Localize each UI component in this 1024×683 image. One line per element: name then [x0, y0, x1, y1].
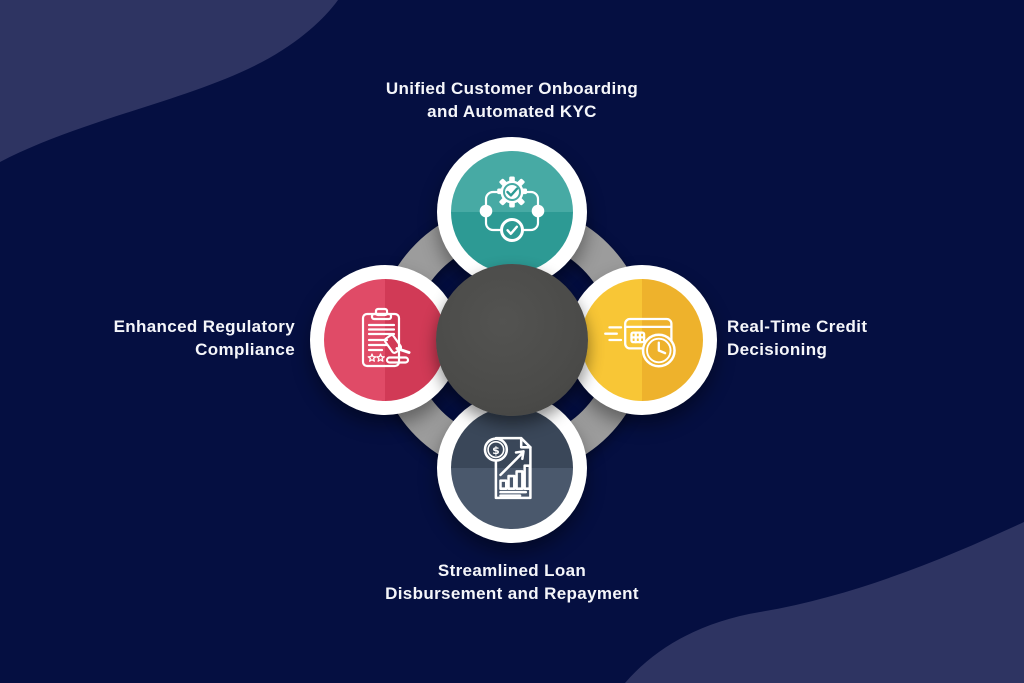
label-loan-disbursement: Streamlined Loan Disbursement and Repaym… — [262, 559, 762, 605]
label-line: Streamlined Loan — [437, 561, 587, 580]
label-line: and Automated KYC — [427, 102, 597, 121]
label-line: Unified Customer Onboarding — [385, 79, 639, 98]
connector-dot-right — [531, 204, 545, 218]
label-onboarding-kyc: Unified Customer Onboarding and Automate… — [262, 77, 762, 123]
node-onboarding-kyc — [437, 137, 587, 287]
label-line: Decisioning — [727, 340, 828, 359]
credit-card-clock-icon — [604, 317, 676, 368]
card-chip — [630, 331, 646, 344]
center-hub-circle — [436, 264, 588, 416]
node-circle-credit — [581, 279, 703, 401]
node-circle-compliance — [324, 279, 446, 401]
star-glyphs — [367, 353, 385, 362]
finance-report-chart-icon: $ — [483, 436, 532, 500]
clock-glyph — [641, 333, 676, 368]
label-regulatory-compliance: Enhanced Regulatory Compliance — [0, 315, 295, 361]
corner-blob-top-left — [0, 0, 338, 162]
workflow-gear-check-icon — [479, 176, 545, 242]
check-badge-glyph — [500, 218, 524, 242]
gavel-glyph — [383, 334, 411, 364]
label-line: Real-Time Credit — [727, 317, 868, 336]
growth-arrow — [499, 450, 525, 477]
svg-text:$: $ — [492, 444, 500, 457]
speed-lines — [604, 326, 623, 342]
label-credit-decisioning: Real-Time Credit Decisioning — [727, 315, 1024, 361]
gear-glyph — [497, 176, 527, 208]
connector-dot-left — [479, 204, 493, 218]
clipboard-gavel-icon — [361, 307, 411, 368]
label-line: Compliance — [195, 340, 295, 359]
corner-blob-bottom-right — [625, 522, 1024, 683]
label-line: Disbursement and Repayment — [385, 584, 639, 603]
report-lines — [499, 490, 528, 497]
node-regulatory-compliance — [310, 265, 460, 415]
label-line: Enhanced Regulatory — [113, 317, 295, 336]
node-credit-decisioning — [567, 265, 717, 415]
bar-chart-glyph — [499, 464, 532, 490]
node-circle-onboarding — [451, 151, 573, 273]
node-circle-loan: $ — [451, 407, 573, 529]
dollar-coin-glyph: $ — [483, 437, 509, 462]
node-loan-disbursement: $ — [437, 393, 587, 543]
